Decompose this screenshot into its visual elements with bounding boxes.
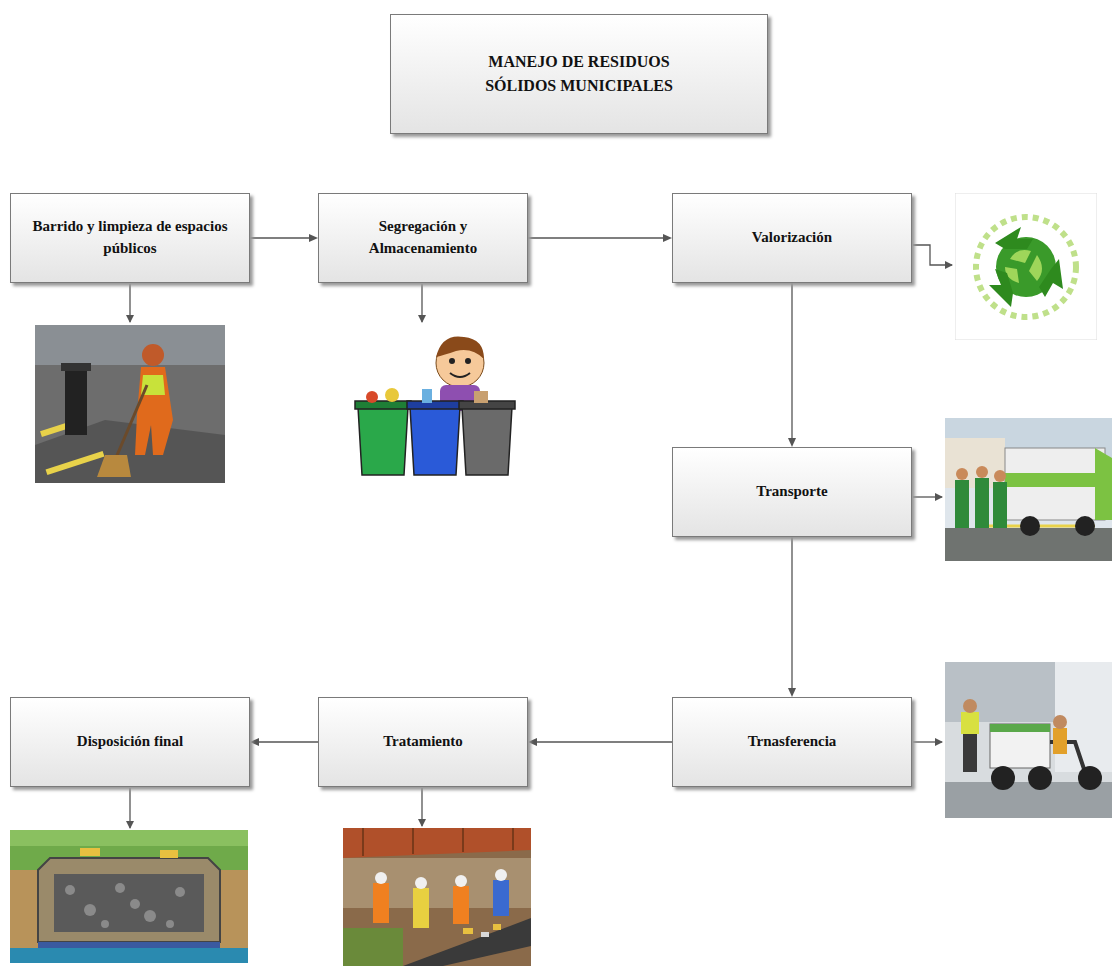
process-box: Valorización xyxy=(672,193,912,283)
process-box: Barrido y limpieza de espacios públicos xyxy=(10,193,250,283)
diagram-title: MANEJO DE RESIDUOS SÓLIDOS MUNICIPALES xyxy=(444,44,714,104)
flow-arrow xyxy=(788,537,796,697)
connector-line xyxy=(250,237,310,238)
box-label: Tratamiento xyxy=(373,725,473,759)
connector-line xyxy=(536,741,672,742)
box-label: Transporte xyxy=(746,475,837,509)
arrow-head xyxy=(528,738,537,746)
flow-arrow xyxy=(250,234,318,242)
process-box: Segregación y Almacenamiento xyxy=(318,193,528,283)
arrow-head xyxy=(309,234,318,242)
process-box: Disposición final xyxy=(10,697,250,787)
flow-arrow xyxy=(528,234,672,242)
sorting-plant-photo xyxy=(343,828,531,966)
truck-photo xyxy=(945,418,1112,561)
process-box: Trnasferencia xyxy=(672,697,912,787)
recycle-logo xyxy=(955,193,1097,340)
segregation-illustration xyxy=(352,325,520,480)
arrow-head xyxy=(788,688,796,697)
arrow-head xyxy=(663,234,672,242)
box-label: Barrido y limpieza de espacios públicos xyxy=(11,210,249,266)
process-box: Tratamiento xyxy=(318,697,528,787)
tricycle-photo xyxy=(945,662,1112,818)
process-box: Transporte xyxy=(672,447,912,537)
box-label: Valorización xyxy=(742,221,842,255)
title-box: MANEJO DE RESIDUOS SÓLIDOS MUNICIPALES xyxy=(390,14,768,134)
connector-line xyxy=(528,237,664,238)
landfill-illustration xyxy=(10,830,248,963)
arrow-head xyxy=(250,738,259,746)
connector-line xyxy=(791,283,792,439)
connector-line xyxy=(791,537,792,689)
connector-line xyxy=(258,741,318,742)
box-label: Disposición final xyxy=(67,725,193,759)
flow-arrow xyxy=(788,283,796,447)
sweeper-photo xyxy=(35,325,225,483)
box-label: Segregación y Almacenamiento xyxy=(319,210,527,266)
flow-arrow xyxy=(250,738,318,746)
flow-arrow xyxy=(528,738,672,746)
arrow-head xyxy=(788,438,796,447)
box-label: Trnasferencia xyxy=(738,725,847,759)
